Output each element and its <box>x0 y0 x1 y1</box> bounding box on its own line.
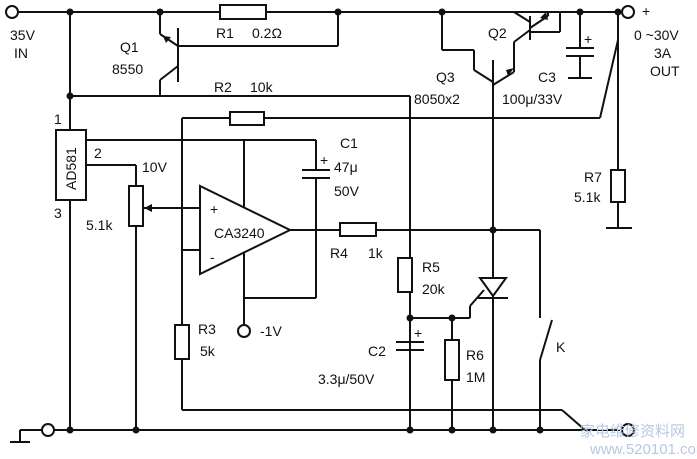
pot-val-label: 5.1k <box>86 217 113 233</box>
q2-ref-label: Q2 <box>488 25 507 41</box>
gnd-terminal-left[interactable] <box>41 423 55 437</box>
r2-ref-label: R2 <box>214 79 232 95</box>
r6-ref-label: R6 <box>466 347 484 363</box>
c2-ref-label: C2 <box>368 343 386 359</box>
r6-val-label: 1M <box>466 369 485 385</box>
r1-resistor <box>219 4 267 20</box>
r5-resistor <box>397 257 413 293</box>
output-label: OUT <box>650 63 680 79</box>
output-terminal[interactable] <box>621 5 635 19</box>
c3-plus: + <box>584 31 592 47</box>
r2-resistor <box>229 111 265 126</box>
opamp-part-label: CA3240 <box>214 225 265 241</box>
output-current-label: 3A <box>654 45 672 61</box>
ad581-label: AD581 <box>63 147 79 190</box>
input-label: IN <box>14 45 28 61</box>
c1-plus: + <box>320 152 328 168</box>
c2-capacitor: + <box>396 325 424 351</box>
c1-capacitor: + <box>244 139 330 230</box>
c1-ref-label: C1 <box>340 135 358 151</box>
watermark: 家电维修资料网 www.520101.com <box>580 423 697 458</box>
r3-val-label: 5k <box>200 343 216 359</box>
c1-val2-label: 50V <box>334 183 360 199</box>
q1-transistor <box>159 12 339 96</box>
r3-resistor <box>174 324 190 360</box>
gnd-terminal-right[interactable] <box>621 423 635 437</box>
ad581-pin3: 3 <box>54 205 62 221</box>
output-plus-label: + <box>642 3 650 19</box>
r5-val-label: 20k <box>422 281 446 297</box>
watermark-text: 家电维修资料网 <box>580 423 685 440</box>
r7-val-label: 5.1k <box>574 189 601 205</box>
input-voltage-label: 35V <box>10 27 36 43</box>
c3-capacitor: + <box>566 12 594 79</box>
r6-resistor <box>444 339 460 381</box>
c3-val-label: 100μ/33V <box>502 91 563 107</box>
neg-supply-terminal[interactable] <box>237 324 251 338</box>
r1-val-label: 0.2Ω <box>252 25 282 41</box>
r4-val-label: 1k <box>368 245 384 261</box>
opamp-minus-label: - <box>210 249 215 265</box>
ref-voltage-label: 10V <box>142 159 168 175</box>
ad581-pin1: 1 <box>54 111 62 127</box>
r7-ref-label: R7 <box>584 169 602 185</box>
r4-resistor <box>339 222 377 237</box>
q3-part-label: 8050x2 <box>414 91 460 107</box>
r1-ref-label: R1 <box>216 25 234 41</box>
c2-val-label: 3.3μ/50V <box>318 371 375 387</box>
r3-ref-label: R3 <box>198 321 216 337</box>
opamp-plus-label: + <box>210 201 218 217</box>
ad581-pin2: 2 <box>94 145 102 161</box>
q2-q3-darlington <box>441 11 561 430</box>
watermark-url: www.520101.com <box>589 441 697 458</box>
r4-ref-label: R4 <box>330 245 348 261</box>
neg-supply-label: -1V <box>260 323 282 339</box>
c1-val1-label: 47μ <box>334 159 358 175</box>
q3-ref-label: Q3 <box>436 69 455 85</box>
pot-5k1 <box>128 165 200 430</box>
r5-ref-label: R5 <box>422 259 440 275</box>
q1-part-label: 8550 <box>112 61 143 77</box>
r7-branch <box>606 12 632 229</box>
switch-k-label: K <box>556 339 566 355</box>
q1-ref-label: Q1 <box>120 39 139 55</box>
switch-k[interactable] <box>539 230 553 430</box>
c2-plus: + <box>414 325 422 341</box>
thyristor <box>469 277 508 307</box>
output-range-label: 0 ~30V <box>634 27 679 43</box>
c3-ref-label: C3 <box>538 69 556 85</box>
r2-val-label: 10k <box>250 79 274 95</box>
input-terminal[interactable] <box>5 5 19 19</box>
